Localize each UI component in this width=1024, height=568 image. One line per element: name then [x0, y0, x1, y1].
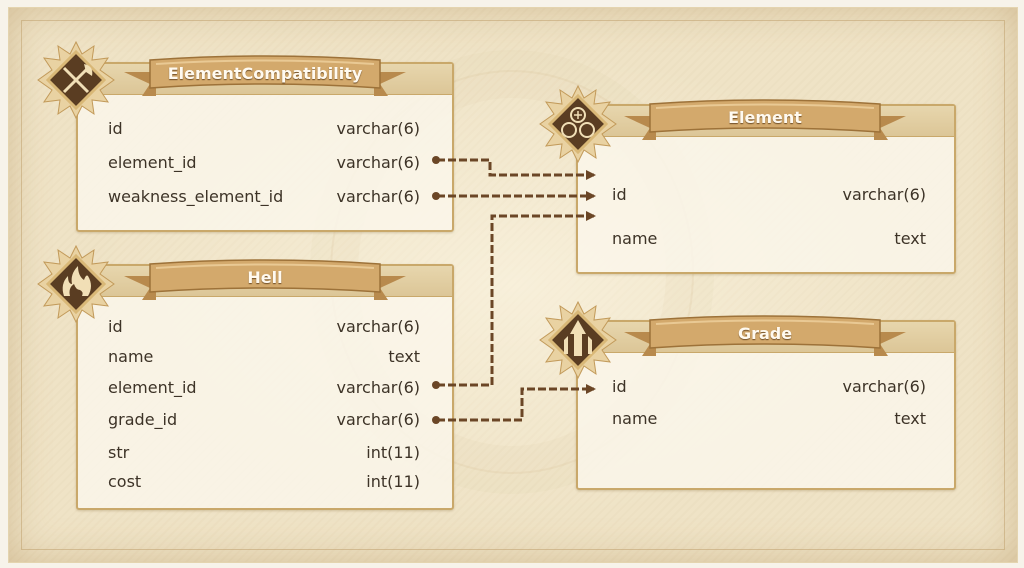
field-row: id varchar(6)	[578, 184, 954, 206]
table-title: ElementCompatibility	[167, 64, 363, 83]
field-row: name text	[578, 228, 954, 250]
field-name: id	[108, 317, 123, 336]
field-row: element_id varchar(6)	[78, 377, 452, 399]
field-type: text	[894, 229, 926, 248]
field-name: cost	[108, 472, 142, 491]
table-title: Hell	[247, 268, 283, 287]
table-hell[interactable]: id varchar(6) name text element_id varch…	[76, 264, 454, 510]
field-type: varchar(6)	[336, 378, 420, 397]
flame-icon	[36, 244, 116, 324]
table-element-compatibility[interactable]: id varchar(6) element_id varchar(6) weak…	[76, 62, 454, 232]
ribbon-shape	[624, 315, 906, 356]
rank-chevron-icon	[538, 300, 618, 380]
crossed-axe-sword-icon	[36, 40, 116, 120]
ribbon-shape	[624, 99, 906, 140]
banner-hell: Hell	[120, 256, 410, 308]
field-name: id	[612, 185, 627, 204]
table-title: Element	[728, 108, 802, 127]
field-name: str	[108, 443, 130, 462]
banner-element-compatibility: ElementCompatibility	[120, 52, 410, 104]
field-row: cost int(11)	[78, 471, 452, 493]
field-type: text	[894, 409, 926, 428]
link-compat-element-to-element	[437, 158, 596, 180]
link-start-dot	[432, 156, 440, 164]
field-name: element_id	[108, 378, 197, 397]
field-type: int(11)	[366, 472, 420, 491]
field-name: id	[108, 119, 123, 138]
field-row: element_id varchar(6)	[78, 152, 452, 174]
field-row: id varchar(6)	[78, 118, 452, 140]
field-type: int(11)	[366, 443, 420, 462]
field-type: varchar(6)	[336, 187, 420, 206]
field-type: text	[388, 347, 420, 366]
link-start-dot	[432, 192, 440, 200]
field-name: name	[108, 347, 154, 366]
banner-grade: Grade	[620, 312, 910, 364]
field-row: name text	[78, 346, 452, 368]
elements-icon	[538, 84, 618, 164]
field-row: id varchar(6)	[578, 376, 954, 398]
banner-element: Element	[620, 96, 910, 148]
link-start-dot	[432, 416, 440, 424]
field-name: id	[612, 377, 627, 396]
ribbon-shape	[124, 55, 406, 96]
field-name: name	[612, 229, 658, 248]
field-name: name	[612, 409, 658, 428]
field-row: name text	[578, 408, 954, 430]
table-title: Grade	[737, 324, 793, 343]
field-type: varchar(6)	[842, 185, 926, 204]
field-name: weakness_element_id	[108, 187, 284, 206]
link-hell-element-to-element	[437, 211, 596, 387]
field-row: grade_id varchar(6)	[78, 409, 452, 431]
ribbon-shape	[124, 259, 406, 300]
link-hell-grade-to-grade	[437, 384, 596, 422]
field-name: element_id	[108, 153, 197, 172]
field-type: varchar(6)	[336, 317, 420, 336]
field-type: varchar(6)	[336, 119, 420, 138]
field-type: varchar(6)	[336, 153, 420, 172]
field-name: grade_id	[108, 410, 178, 429]
link-start-dot	[432, 381, 440, 389]
field-type: varchar(6)	[842, 377, 926, 396]
field-type: varchar(6)	[336, 410, 420, 429]
field-row: id varchar(6)	[78, 316, 452, 338]
field-row: weakness_element_id varchar(6)	[78, 186, 452, 208]
field-row: str int(11)	[78, 442, 452, 464]
